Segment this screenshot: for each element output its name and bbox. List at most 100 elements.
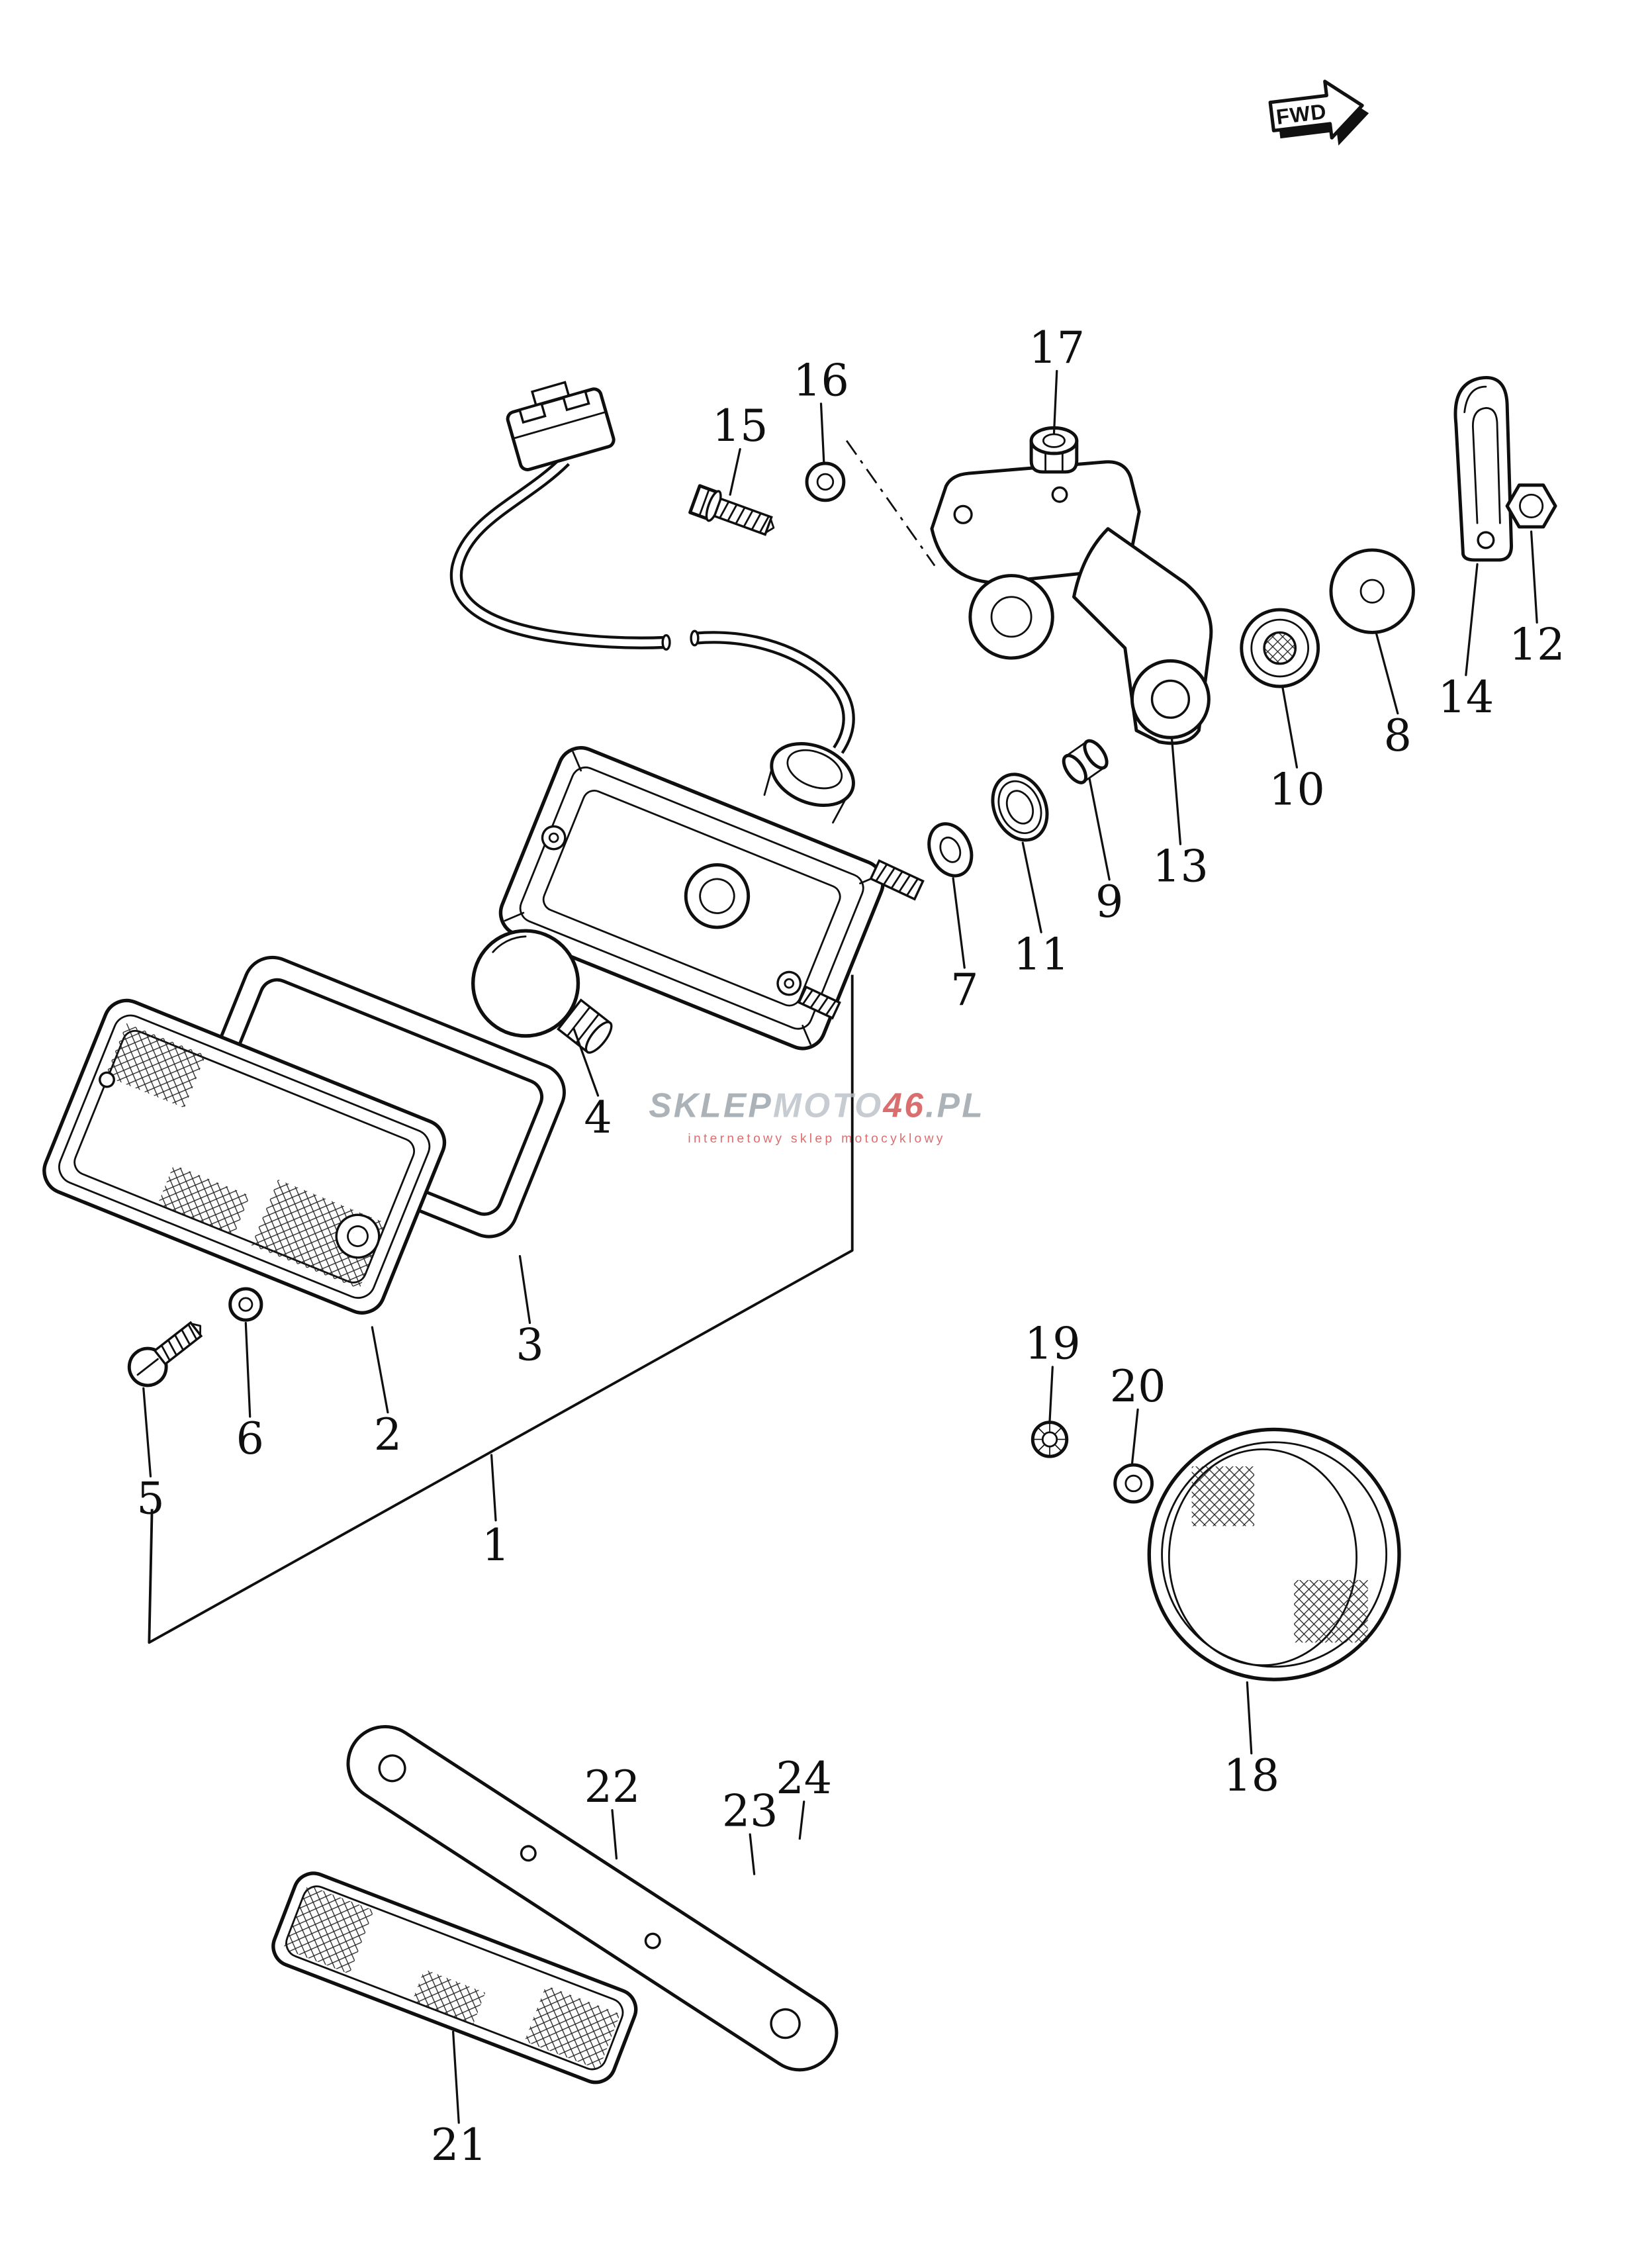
bulb-base-ribs <box>566 1006 600 1045</box>
part-washer-6 <box>228 1287 263 1322</box>
washer-outer <box>228 1287 263 1322</box>
housing-stud-upper <box>869 859 925 901</box>
leader-5 <box>142 1387 152 1477</box>
leader-21 <box>452 2030 460 2124</box>
part-label-4: 4 <box>584 1092 612 1143</box>
part-round-reflector <box>1147 1427 1401 1681</box>
spacer-end-right <box>1083 739 1109 770</box>
stay-slot <box>1472 406 1501 524</box>
bolt-shank <box>713 497 773 536</box>
grommet-mid <box>1250 618 1310 678</box>
part-stay <box>1453 376 1513 562</box>
housing-corner-lines <box>504 751 880 1045</box>
bolt-tip <box>764 518 775 534</box>
stud-threads <box>875 863 919 897</box>
screw-boss-left-hole <box>548 832 559 843</box>
bracket-plate <box>930 460 1141 585</box>
leader-7 <box>952 877 966 969</box>
bracket-boss <box>968 574 1054 660</box>
washer-hole <box>939 836 962 863</box>
screw-tip <box>190 1323 202 1336</box>
part-label-15: 15 <box>712 400 768 451</box>
lens-hatch-bottom-right <box>251 1179 387 1289</box>
bulb-base <box>557 998 613 1054</box>
spacer-sides <box>1064 740 1106 783</box>
part-label-19: 19 <box>1025 1317 1081 1369</box>
watermark-part3: 46 <box>882 1086 925 1124</box>
leader-19 <box>1048 1366 1054 1423</box>
watermark-brand: SKLEPMOTO46.PL <box>649 1086 985 1124</box>
bulb-hole <box>684 863 751 929</box>
part-push-nut <box>1031 1421 1069 1458</box>
part-label-16: 16 <box>793 354 849 406</box>
screw-boss-right-hole <box>784 978 795 989</box>
part-washer-16 <box>805 461 846 502</box>
washer-outer <box>927 822 974 878</box>
part-label-8: 8 <box>1384 710 1412 761</box>
part-label-22: 22 <box>584 1761 641 1812</box>
bolt-axis-centerline <box>845 440 936 567</box>
part-label-13: 13 <box>1152 840 1209 892</box>
leader-24 <box>798 1801 805 1840</box>
washer-outer <box>805 461 846 502</box>
washer-hole <box>238 1297 253 1312</box>
bulb-base-cap <box>584 1021 613 1054</box>
stud-threads <box>802 989 837 1016</box>
leader-4 <box>573 1027 600 1097</box>
part-grommet <box>1240 608 1320 688</box>
part-lens <box>42 998 447 1315</box>
part-label-18: 18 <box>1223 1750 1279 1801</box>
part-bulb <box>471 929 613 1054</box>
part-label-12: 12 <box>1509 619 1565 671</box>
part-washer-8 <box>1329 548 1415 634</box>
fwd-arrow-icon: FWD <box>1268 79 1369 146</box>
ring-hole <box>1005 790 1034 825</box>
reflector-rim <box>1161 1441 1388 1668</box>
part-label-14: 14 <box>1438 671 1494 723</box>
bracket-hole-mid-2 <box>644 1932 661 1949</box>
wire-segment-b-core <box>696 633 852 753</box>
bracket-hole-top <box>378 1754 406 1783</box>
washer-outer <box>1113 1463 1154 1504</box>
bracket-hole-mid-1 <box>520 1845 537 1862</box>
part-reflector-bracket <box>346 1725 839 2072</box>
socket-side-lines <box>763 769 847 824</box>
leader-15 <box>729 447 741 496</box>
part-label-7: 7 <box>950 964 978 1015</box>
nut-hex <box>1505 483 1557 529</box>
housing-inner-floor <box>542 790 841 1007</box>
lens-bezel <box>58 1014 431 1299</box>
reflector-hatch-mid <box>412 1969 486 2025</box>
reflector-hatch-left <box>283 1885 374 1975</box>
part-label-17: 17 <box>1029 322 1085 373</box>
ring-outer <box>991 773 1049 842</box>
leader-23 <box>749 1833 756 1875</box>
leader-16 <box>819 402 825 463</box>
bulb-highlight <box>492 935 527 953</box>
part-label-9: 9 <box>1095 876 1123 927</box>
wire-segment-a-core <box>453 457 665 647</box>
leader-lines <box>142 369 1538 2124</box>
bracket-hole-small <box>953 504 973 524</box>
connector-pin-left <box>518 402 547 424</box>
screw-boss-right <box>776 970 802 996</box>
nut-hole <box>1519 493 1544 518</box>
watermark-subtitle: internetowy sklep motocyklowy <box>688 1132 945 1146</box>
watermark-part4: .PL <box>925 1086 985 1124</box>
wire-harness <box>449 455 855 754</box>
watermark-part1: SKLEP <box>649 1086 773 1124</box>
washer-outer <box>1329 548 1415 634</box>
leader-1 <box>490 1454 497 1522</box>
lens-hatch-bottom-mid <box>158 1164 250 1236</box>
leader-3 <box>518 1254 531 1325</box>
wire-connector <box>506 381 616 471</box>
bulb-glass <box>471 929 580 1038</box>
washer-hole <box>1124 1474 1142 1493</box>
bracket-hole-bottom <box>770 2008 801 2039</box>
bracket-foot-hole <box>1150 679 1191 719</box>
part-label-21: 21 <box>431 2119 487 2171</box>
washer-hole <box>1359 579 1385 604</box>
part-lamp-housing <box>498 746 885 1051</box>
